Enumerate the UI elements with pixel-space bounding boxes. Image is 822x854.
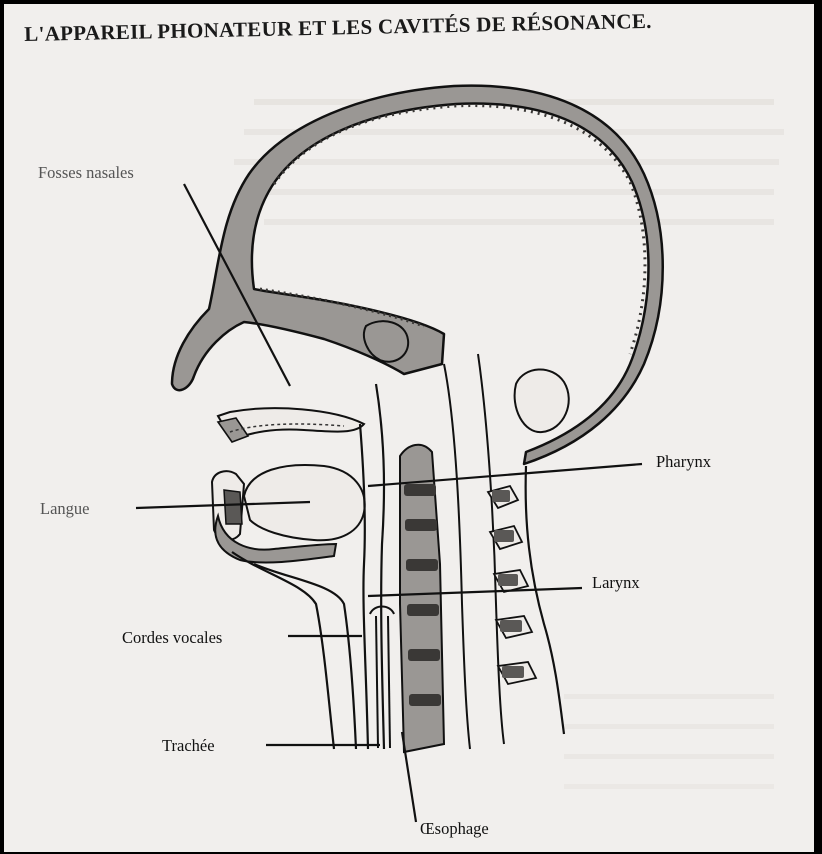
labels: Fosses nasales Langue Pharynx Larynx Cor… xyxy=(38,163,712,838)
label-oesophage: Œsophage xyxy=(420,819,489,838)
tongue xyxy=(212,465,365,563)
bleed-through-background xyxy=(234,99,784,789)
vertebral-column xyxy=(400,354,536,752)
label-cordes-vocales: Cordes vocales xyxy=(122,628,222,647)
label-pharynx: Pharynx xyxy=(656,452,712,471)
neck-outlines xyxy=(232,384,564,749)
label-larynx: Larynx xyxy=(592,573,640,592)
label-langue: Langue xyxy=(40,499,89,518)
upper-jaw xyxy=(218,408,364,442)
label-fosses-nasales: Fosses nasales xyxy=(38,163,134,182)
phonatory-apparatus-diagram: Fosses nasales Langue Pharynx Larynx Cor… xyxy=(4,4,814,852)
skull xyxy=(172,86,663,464)
page: L'APPAREIL PHONATEUR ET LES CAVITÉS DE R… xyxy=(4,4,814,852)
cranium-bone xyxy=(172,86,663,464)
label-trachee: Trachée xyxy=(162,736,215,755)
